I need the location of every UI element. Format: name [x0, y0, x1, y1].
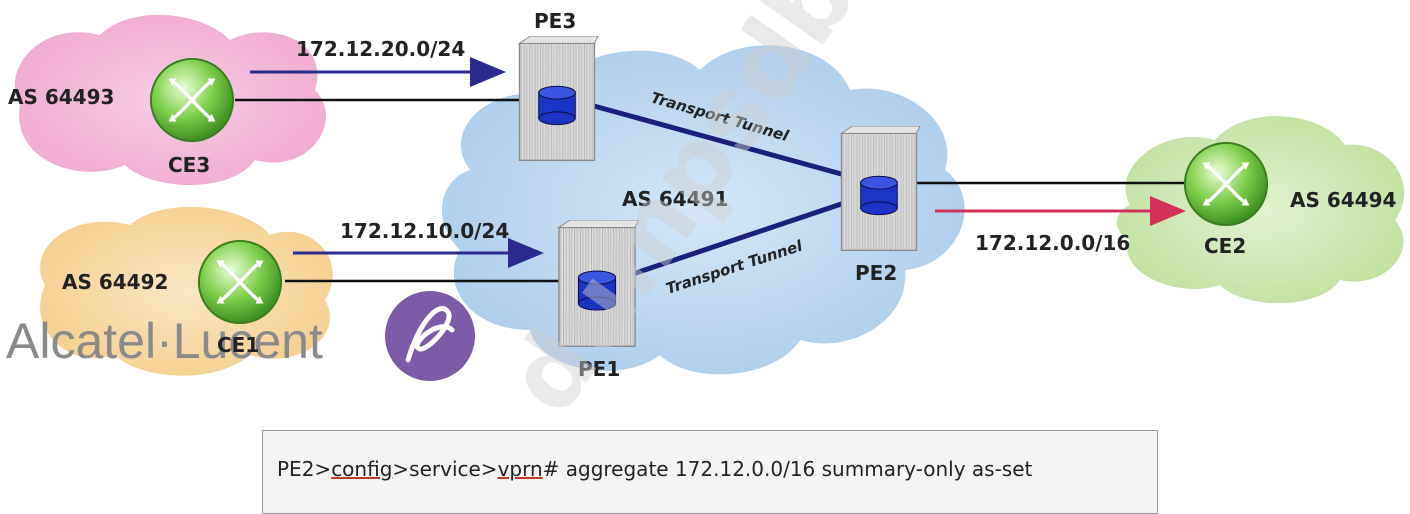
label-as-64492: AS 64492 — [62, 270, 168, 294]
transport-tunnel-pe3-pe2 — [564, 95, 875, 186]
command-line: PE2>config>service>vprn# aggregate 172.1… — [277, 457, 1032, 481]
label-as-64494: AS 64494 — [1290, 188, 1396, 212]
command-config: config — [331, 457, 393, 481]
label-ce1: CE1 — [217, 333, 259, 357]
pe2-router-icon — [840, 126, 921, 252]
label-prefix-aggregate: 172.12.0.0/16 — [975, 231, 1130, 255]
label-ce3: CE3 — [168, 153, 210, 177]
label-pe3: PE3 — [534, 9, 576, 33]
pe3-router-icon — [518, 36, 599, 162]
ce1-router-icon — [197, 239, 283, 325]
command-prompt: PE2> — [277, 457, 332, 481]
command-vprn: vprn — [497, 457, 543, 481]
label-as-64493: AS 64493 — [8, 85, 114, 109]
command-rest: # aggregate 172.12.0.0/16 summary-only a… — [542, 457, 1033, 481]
alcatel-lucent-logo: Alcatel·Lucent — [6, 291, 475, 381]
ce3-router-icon — [149, 57, 235, 143]
label-as-64491: AS 64491 — [622, 187, 728, 211]
command-separator-2: > — [480, 457, 498, 481]
cloud-as-64494 — [1116, 116, 1405, 304]
label-ce2: CE2 — [1204, 234, 1246, 258]
label-prefix-ce3: 172.12.20.0/24 — [296, 37, 465, 61]
label-pe1: PE1 — [578, 357, 620, 381]
command-service: service — [409, 457, 481, 481]
label-prefix-ce1: 172.12.10.0/24 — [340, 219, 509, 243]
command-separator-1: > — [392, 457, 410, 481]
svg-text:Alcatel·Lucent: Alcatel·Lucent — [6, 313, 323, 369]
command-box: PE2>config>service>vprn# aggregate 172.1… — [262, 430, 1158, 514]
ce2-router-icon — [1183, 141, 1269, 227]
transport-tunnel-pe1-pe2 — [599, 190, 875, 288]
label-pe2: PE2 — [855, 261, 897, 285]
